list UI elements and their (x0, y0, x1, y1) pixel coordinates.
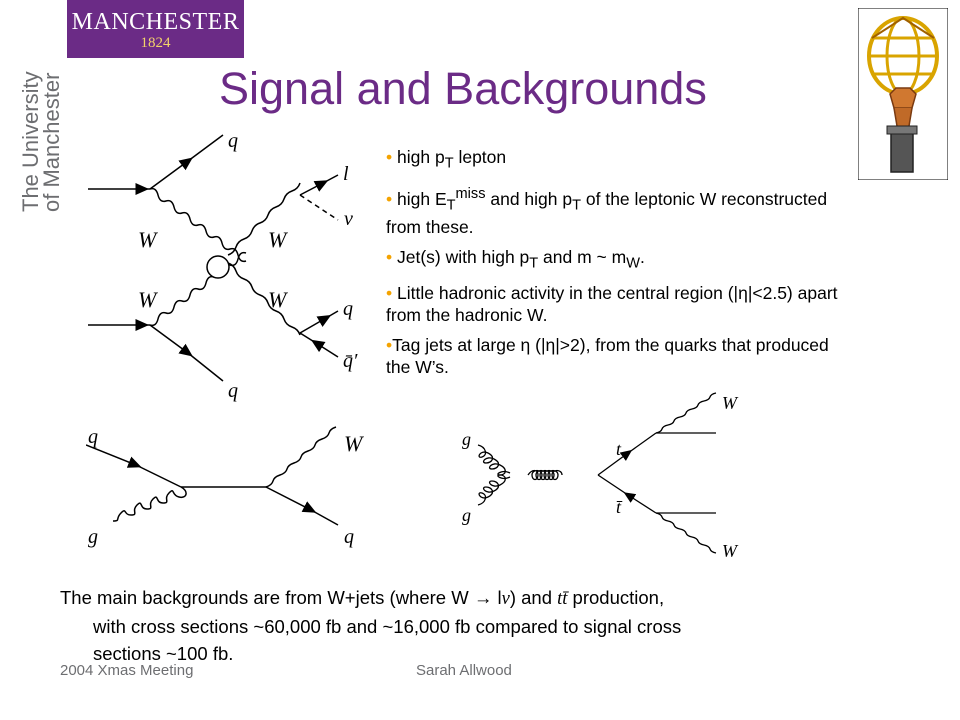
nu-symbol: ν (501, 589, 510, 609)
label-q-top: q (228, 130, 238, 152)
bullet-high-pt-lepton: • high pT lepton (386, 147, 507, 172)
label-w-3: W (138, 287, 158, 312)
bullet-dot: • (386, 335, 393, 356)
bullet-dot: • (386, 188, 393, 209)
bullet-dot: • (386, 283, 393, 304)
arrow-symbol: → (473, 587, 493, 608)
label-tbar: t̄ (616, 497, 623, 517)
label-w-2: W (268, 227, 288, 252)
bullet-dot: • (386, 246, 393, 267)
backgrounds-paragraph: The main backgrounds are from W+jets (wh… (60, 587, 682, 664)
manchester-logo: MANCHESTER 1824 (67, 0, 244, 58)
logo-year: 1824 (140, 35, 171, 51)
bullet-tag-jets: •Tag jets at large η (|η|>2), from the q… (386, 335, 829, 378)
bullet-etmiss: • high ETmiss and high pT of the leptoni… (386, 185, 828, 237)
bullet-jets: • Jet(s) with high pT and m ~ mW. (386, 246, 645, 272)
label-nu: ν (344, 208, 353, 230)
label-w-bottom: W (722, 541, 739, 561)
label-w-4: W (268, 287, 288, 312)
label-w-top: W (722, 393, 739, 413)
side-line-1: The University (18, 71, 43, 212)
logo-name: MANCHESTER (71, 9, 240, 35)
diagram-qg-wq: q W g q (86, 426, 364, 548)
footer-right: Sarah Allwood (416, 662, 512, 679)
label-g-in: g (88, 526, 98, 548)
label-qbar-prime: q̄′ (343, 350, 358, 372)
university-side-text: The University of Manchester (18, 71, 64, 212)
label-w-out: W (344, 431, 364, 456)
label-t: t (616, 439, 622, 459)
label-g-top: g (462, 429, 471, 449)
bullet-list: • high pT lepton • high ETmiss and high … (386, 146, 856, 386)
label-l: l (343, 163, 349, 185)
footer-left: 2004 Xmas Meeting (60, 662, 194, 679)
ttbar-symbol: tt̄ (557, 589, 568, 609)
label-q-in: q (88, 426, 98, 448)
label-q-right: q (343, 298, 353, 320)
atlas-figure-icon (858, 8, 948, 180)
label-q-out: q (344, 526, 354, 548)
diagram-gg-ttbar: W g t g t̄ W (462, 392, 739, 561)
label-q-bottom: q (228, 380, 238, 402)
bullet-hadronic-activity: • Little hadronic activity in the centra… (386, 283, 838, 326)
label-g-bottom: g (462, 505, 471, 525)
bullet-dot: • (386, 147, 393, 167)
diagram-ww-scattering: q l ν W W W W q q̄′ q (88, 130, 358, 402)
label-w-1: W (138, 227, 158, 252)
side-line-2: of Manchester (39, 72, 64, 212)
page-title: Signal and Backgrounds (219, 63, 707, 114)
